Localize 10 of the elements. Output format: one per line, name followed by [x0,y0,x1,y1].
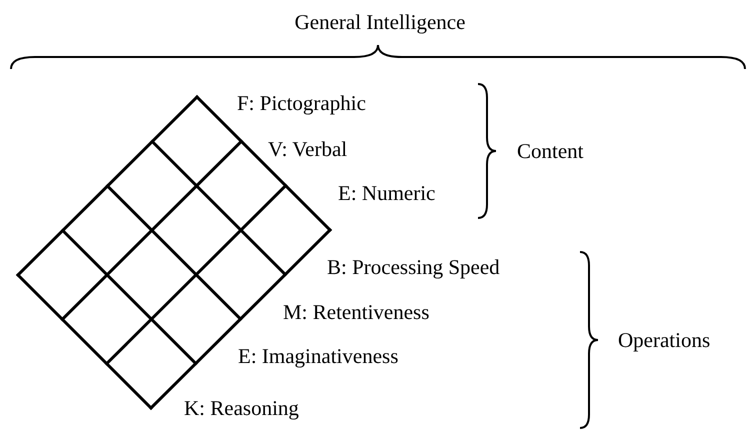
dimension-label: F: Pictographic [237,93,366,114]
dimension-label: V: Verbal [268,139,348,160]
dimension-label: M: Retentiveness [283,302,430,323]
dimension-label: K: Reasoning [184,398,299,419]
dimension-label: E: Imaginativeness [238,346,398,367]
dimension-label: E: Numeric [338,183,436,204]
group-label: Operations [618,330,710,351]
diagram-title: General Intelligence [294,12,466,33]
dimension-label: B: Processing Speed [327,257,500,278]
group-label: Content [517,141,584,162]
